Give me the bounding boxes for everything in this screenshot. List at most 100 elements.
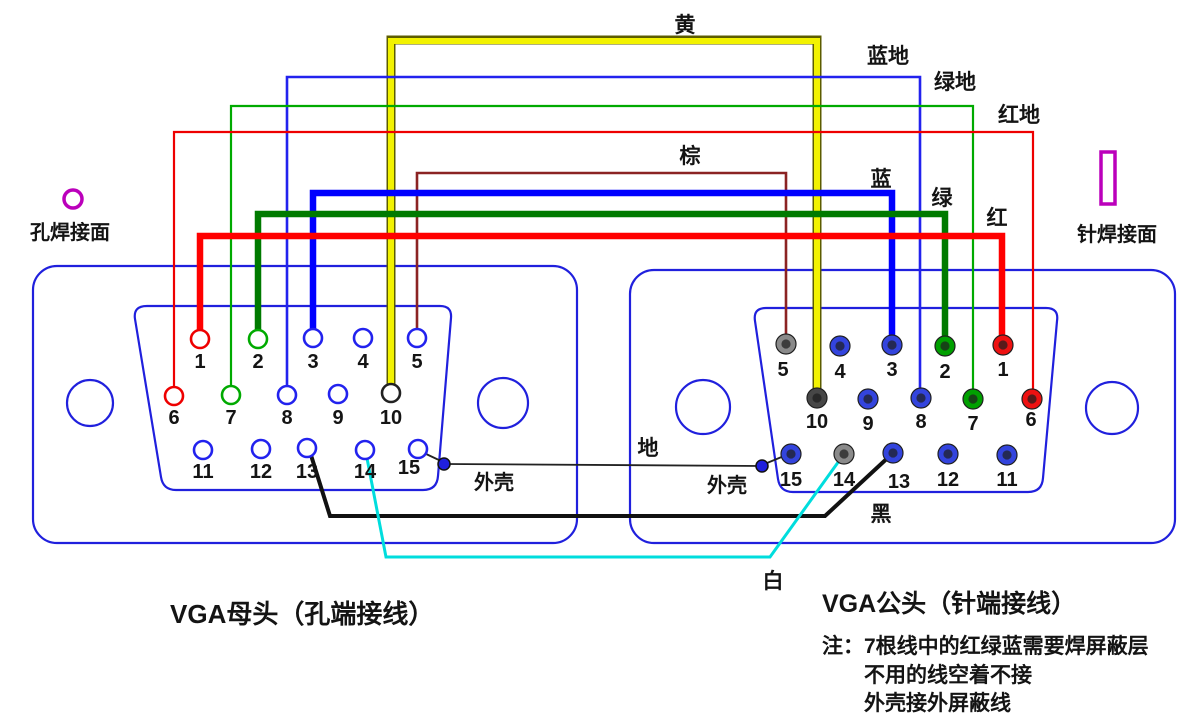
wire-green — [254, 210, 949, 346]
wire-label-red-ground: 红地 — [998, 103, 1040, 127]
left-pin-1 — [189, 328, 211, 350]
left-pin-7 — [220, 384, 242, 406]
pin-core — [887, 340, 897, 350]
pin-core — [812, 393, 822, 403]
wire-label-ground: 地 — [638, 436, 659, 460]
wire-label-yellow: 黄 — [675, 14, 696, 37]
right-pin-label-2: 2 — [939, 361, 950, 383]
wire-label-blue: 蓝 — [871, 168, 892, 191]
left-pin-label-4: 4 — [357, 351, 369, 373]
left-pin-label-3: 3 — [307, 351, 318, 373]
connector-outlines — [31, 264, 1177, 545]
left-pin-15 — [407, 438, 429, 460]
left-pins — [163, 327, 429, 461]
wire-white — [364, 452, 846, 559]
wire-red-ground — [172, 130, 1035, 399]
right-connector-body — [628, 268, 1177, 545]
right-pin-label-12: 12 — [937, 469, 959, 491]
wire-brown — [415, 171, 788, 344]
left-pin-8 — [276, 384, 298, 406]
left-shell-dot — [437, 457, 451, 471]
left-pin-6 — [163, 385, 185, 407]
right-pin-label-3: 3 — [886, 359, 897, 381]
left-pin-label-13: 13 — [296, 461, 318, 483]
pin-core — [835, 341, 845, 351]
left-pin-label-6: 6 — [168, 407, 179, 429]
hole-solder-face-label: 孔焊接面 — [30, 220, 110, 244]
wire-yellow — [388, 38, 820, 398]
left-pin-12 — [250, 438, 272, 460]
pin-core — [940, 341, 950, 351]
right-pin-label-11: 11 — [996, 469, 1017, 491]
right-mounting-hole-left — [674, 378, 732, 436]
left-pin-4 — [352, 327, 374, 349]
right-pin-label-7: 7 — [967, 413, 978, 435]
right-pin-label-1: 1 — [997, 359, 1008, 381]
right-pin-numbers: 5 4 3 2 1 10 9 8 7 6 15 14 13 12 11 — [777, 359, 1036, 493]
left-pin-label-15: 15 — [398, 457, 420, 479]
right-pin-label-5: 5 — [777, 359, 788, 381]
wire-shell-ground — [444, 463, 763, 467]
left-pin-11 — [192, 439, 214, 461]
note-line-2: 不用的线空着不接 — [864, 663, 1032, 687]
right-connector-title: VGA公头（针端接线） — [822, 589, 1076, 618]
left-mounting-hole-right — [476, 376, 530, 430]
shell-label-right: 外壳 — [707, 473, 747, 497]
note-line-1: 注：7根线中的红绿蓝需要焊屏蔽层 — [822, 634, 1149, 658]
wire-green-ground — [229, 104, 975, 399]
left-pin-label-12: 12 — [250, 461, 272, 483]
wire-label-white: 白 — [763, 569, 784, 593]
left-pin-label-9: 9 — [332, 407, 343, 429]
right-pin-label-10: 10 — [806, 411, 828, 433]
pin-core — [943, 449, 953, 459]
pin-core — [781, 339, 791, 349]
left-connector-title: VGA母头（孔端接线） — [170, 599, 434, 629]
pin-core — [998, 340, 1008, 350]
left-pin-10 — [380, 382, 402, 404]
wire-label-green: 绿 — [932, 186, 954, 210]
left-pin-label-8: 8 — [281, 407, 292, 429]
wire-label-red: 红 — [987, 206, 1008, 230]
left-pin-label-11: 11 — [192, 461, 213, 483]
right-pin-label-9: 9 — [862, 413, 873, 435]
right-pin-label-6: 6 — [1025, 409, 1036, 431]
wire-yellow-edge — [386, 35, 822, 398]
left-pin-label-1: 1 — [194, 351, 205, 373]
left-connector-body — [31, 264, 579, 545]
right-pin-label-13: 13 — [888, 471, 910, 493]
left-pin-13 — [296, 437, 318, 459]
right-shell-dot — [755, 459, 769, 473]
wire-black — [308, 451, 895, 518]
left-pin-label-14: 14 — [354, 461, 377, 483]
pin-core — [786, 449, 796, 459]
right-pin-label-15: 15 — [780, 469, 802, 491]
left-pin-label-10: 10 — [380, 407, 402, 429]
right-pin-cores — [781, 339, 1037, 460]
wire-label-black: 黑 — [871, 503, 892, 526]
pin-solder-face-label: 针焊接面 — [1077, 222, 1157, 246]
pin-core — [916, 393, 926, 403]
hole-solder-face-icon — [62, 188, 84, 210]
left-mounting-hole-left — [65, 378, 115, 428]
right-pin-label-14: 14 — [833, 469, 856, 491]
left-pin-9 — [327, 383, 349, 405]
left-pin-label-7: 7 — [225, 407, 236, 429]
left-pin-2 — [247, 328, 269, 350]
wire-label-green-ground: 绿地 — [934, 70, 976, 94]
left-pin-14 — [354, 439, 376, 461]
wire-red — [196, 232, 1006, 345]
left-pin-3 — [302, 327, 324, 349]
left-pin-label-2: 2 — [252, 351, 263, 373]
note-block: 注：7根线中的红绿蓝需要焊屏蔽层 不用的线空着不接 外壳接外屏蔽线 — [822, 634, 1149, 715]
wire-label-blue-ground: 蓝地 — [867, 44, 909, 68]
pin-core — [968, 394, 978, 404]
right-connector-socket-trapezoid — [753, 306, 1059, 494]
pin-core — [888, 448, 898, 458]
pin-solder-face-icon — [1099, 150, 1117, 206]
left-pin15-shell-link — [423, 452, 442, 462]
pin-core — [1027, 394, 1037, 404]
left-pin-numbers: 1 2 3 4 5 6 7 8 9 10 11 12 13 14 15 — [168, 351, 422, 483]
right-mounting-hole-right — [1084, 380, 1140, 436]
